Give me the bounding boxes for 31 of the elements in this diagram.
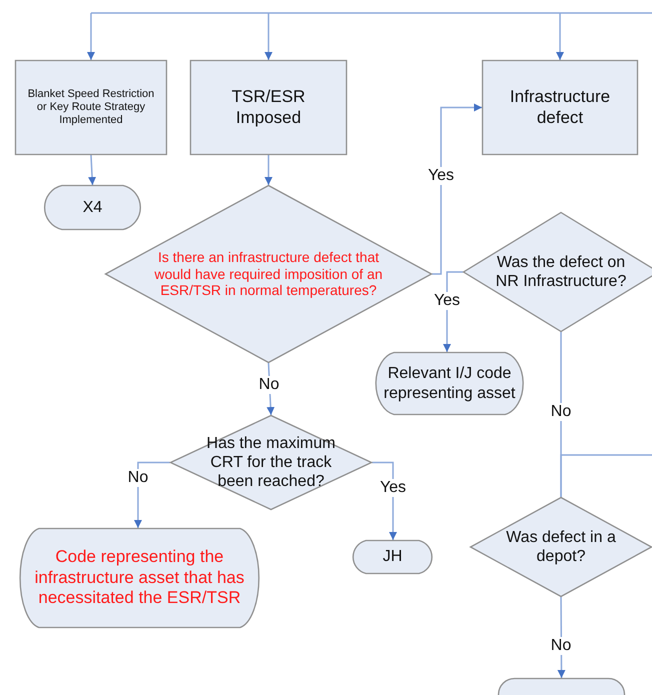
decision-diamond bbox=[105, 185, 432, 363]
arrow bbox=[264, 155, 272, 185]
node-label: Relevant I/J code representing asset bbox=[382, 364, 516, 403]
arrow bbox=[264, 13, 272, 60]
terminal-box bbox=[17, 528, 262, 628]
edge-label: Yes bbox=[432, 292, 462, 310]
decision-question: Was defect in a depot? bbox=[506, 528, 616, 566]
decision-diamond bbox=[470, 497, 652, 597]
node-label: Code representing the infrastructure asset that has necessitated the ESR/TSR bbox=[34, 547, 246, 609]
edge-label: Yes bbox=[378, 479, 408, 497]
connector-line bbox=[91, 12, 652, 14]
edge-label: Yes bbox=[426, 167, 456, 185]
decision-question: Has the maximum CRT for the track been reached? bbox=[206, 434, 336, 492]
process-box bbox=[15, 60, 167, 155]
node-label: Blanket Speed Restriction or Key Route Strategy Implemented bbox=[27, 88, 155, 128]
arrow bbox=[432, 104, 482, 275]
arrow bbox=[556, 13, 564, 60]
decision-question: Was the defect on NR Infrastructure? bbox=[494, 252, 628, 292]
process-box bbox=[482, 60, 638, 155]
decision-question: Is there an infrastructure defect that would have required imposition of an ESR/TSR in normal temperatures? bbox=[153, 248, 384, 300]
arrow bbox=[87, 13, 95, 60]
node-label: JH bbox=[382, 547, 402, 567]
node-label: TSR/ESR Imposed bbox=[230, 87, 306, 128]
decision-diamond bbox=[170, 415, 372, 510]
node-label: X4 bbox=[82, 198, 102, 218]
node-label: Infrastructure defect bbox=[508, 87, 612, 128]
decision-diamond bbox=[463, 212, 652, 332]
connector-line bbox=[560, 454, 652, 497]
process-box bbox=[190, 60, 347, 155]
arrow bbox=[88, 154, 96, 186]
terminal-box bbox=[498, 678, 625, 695]
